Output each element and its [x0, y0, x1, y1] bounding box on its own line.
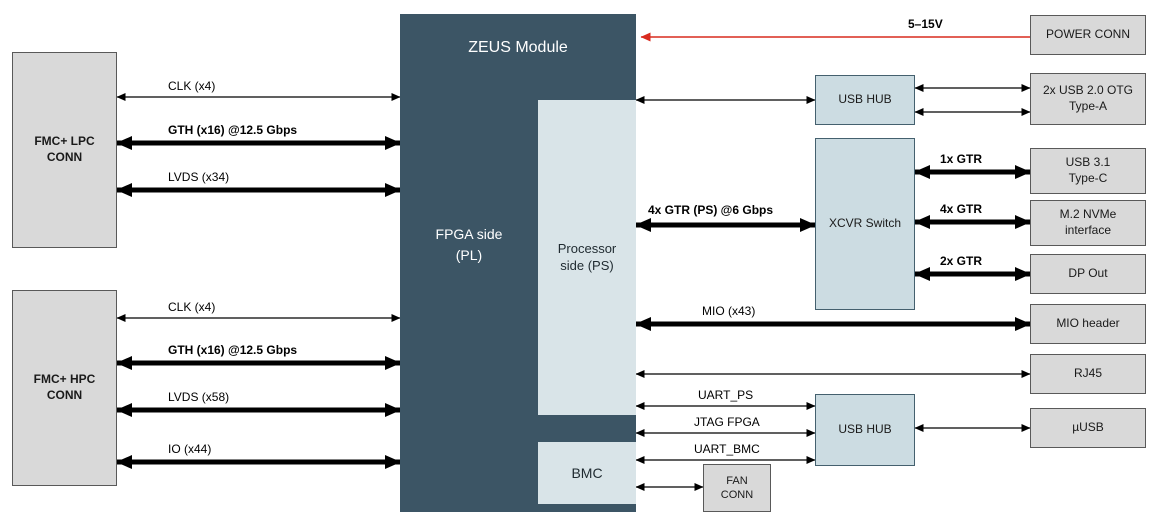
processor-side-block: Processor side (PS) [538, 100, 636, 415]
edge-label-gth-hpc: GTH (x16) @12.5 Gbps [168, 343, 298, 357]
dp-out-block: DP Out [1030, 254, 1146, 294]
edge-label-mio: MIO (x43) [702, 304, 756, 318]
edge-label-gtr-4x: 4x GTR [940, 202, 983, 216]
edge-label-io-hpc: IO (x44) [168, 442, 212, 456]
edge-label-clk-lpc: CLK (x4) [168, 79, 216, 93]
edge-label-power: 5–15V [908, 17, 943, 31]
fmc-lpc-conn-block: FMC+ LPC CONN [12, 52, 117, 248]
usb-otg-block: 2x USB 2.0 OTG Type-A [1030, 73, 1146, 125]
mio-header-block: MIO header [1030, 304, 1146, 344]
usb-31-type-c-block: USB 3.1 Type-C [1030, 148, 1146, 194]
edge-label-lvds-hpc: LVDS (x58) [168, 390, 230, 404]
edge-label-gtr-1x: 1x GTR [940, 152, 983, 166]
usb-hub-bottom-block: USB HUB [815, 394, 915, 466]
xcvr-switch-block: XCVR Switch [815, 138, 915, 310]
fpga-side-label: FPGA side (PL) [435, 226, 503, 263]
edge-label-jtag-fpga: JTAG FPGA [694, 415, 760, 429]
m2-nvme-block: M.2 NVMe interface [1030, 200, 1146, 246]
fmc-hpc-conn-block: FMC+ HPC CONN [12, 290, 117, 486]
edge-label-uart-bmc: UART_BMC [694, 442, 760, 456]
edge-label-gth-lpc: GTH (x16) @12.5 Gbps [168, 123, 298, 137]
uusb-block: µUSB [1030, 408, 1146, 448]
power-conn-block: POWER CONN [1030, 15, 1146, 55]
fan-conn-block: FAN CONN [703, 464, 771, 512]
edge-label-lvds-lpc: LVDS (x34) [168, 170, 230, 184]
edge-label-gtr-ps: 4x GTR (PS) @6 Gbps [648, 203, 774, 217]
usb-hub-top-block: USB HUB [815, 75, 915, 125]
bmc-block: BMC [538, 442, 636, 504]
edge-label-gtr-2x: 2x GTR [940, 254, 983, 268]
edge-label-clk-hpc: CLK (x4) [168, 300, 216, 314]
rj45-block: RJ45 [1030, 354, 1146, 394]
edge-label-uart-ps: UART_PS [698, 388, 754, 402]
zeus-module-title: ZEUS Module [468, 39, 568, 56]
